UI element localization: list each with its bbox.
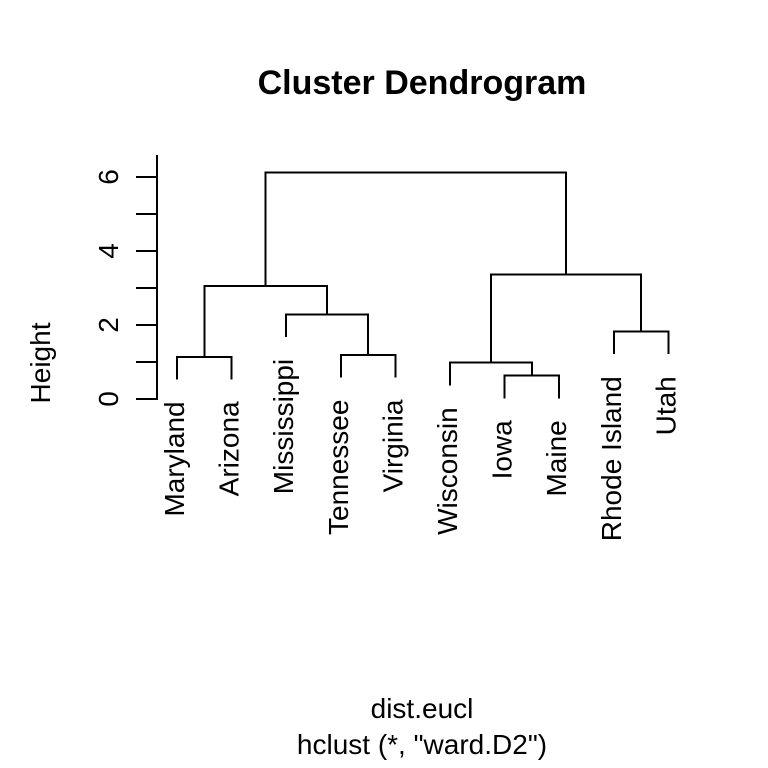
call-subtitle: hclust (*, "ward.D2") — [296, 729, 548, 760]
leaf-label: Tennessee — [323, 400, 354, 535]
dendrogram-link — [449, 361, 533, 386]
chart-title: Cluster Dendrogram — [257, 64, 587, 102]
dendrogram-link — [264, 171, 568, 286]
dendrogram-link — [503, 374, 561, 399]
y-tick-label: 0 — [93, 391, 124, 407]
leaf-label: Wisconsin — [432, 407, 463, 535]
y-tick-label: 4 — [93, 243, 124, 259]
leaf-label: Iowa — [487, 420, 518, 480]
leaf-label: Rhode Island — [596, 376, 627, 541]
leaf-label: Virginia — [377, 399, 408, 492]
leaf-label: Arizona — [214, 401, 245, 496]
leaf-label: Maine — [541, 420, 572, 496]
leaf-label: Maryland — [159, 401, 190, 516]
leaf-label: Mississippi — [268, 359, 299, 494]
dendrogram-link — [176, 355, 233, 380]
dendrogram-link — [339, 353, 397, 378]
x-axis-label: dist.eucl — [370, 693, 474, 724]
leaf-label: Utah — [650, 376, 681, 435]
y-axis-label: Height — [25, 322, 56, 404]
dendrogram-link — [285, 313, 370, 355]
dendrogram-link — [203, 284, 329, 357]
dendrogram-link — [612, 330, 670, 355]
y-tick-label: 6 — [93, 169, 124, 185]
dendrogram-link — [489, 273, 643, 363]
y-tick-label: 2 — [93, 317, 124, 333]
